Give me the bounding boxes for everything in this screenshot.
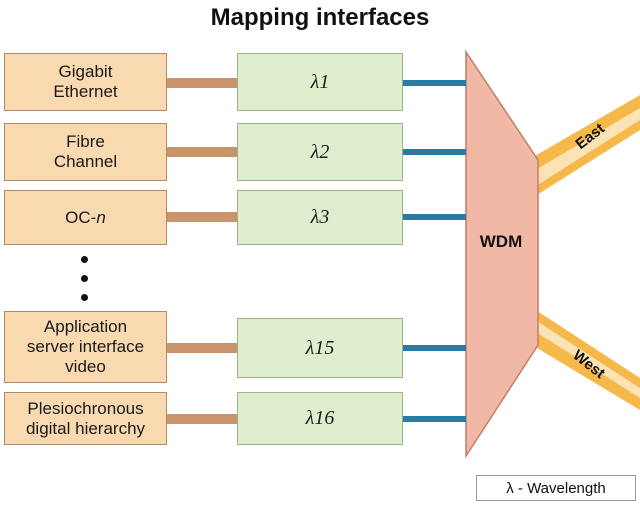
diagram-title: Mapping interfaces (210, 4, 430, 31)
wavelength-link (403, 80, 466, 86)
interface-label-line: Ethernet (53, 82, 118, 101)
wavelength-link (403, 345, 466, 351)
wavelength-label: λ16 (305, 407, 335, 429)
west-output-arm-highlight (532, 318, 640, 398)
wavelength-label: λ1 (310, 70, 330, 93)
wdm-label: WDM (480, 232, 522, 251)
wavelength-label: λ3 (310, 206, 330, 228)
interface-label-line: Channel (53, 152, 118, 171)
wavelength-box: λ15 (237, 318, 403, 378)
wavelength-box: λ1 (237, 53, 403, 111)
interface-label-line: Gigabit (58, 62, 113, 81)
interface-label-line: Fibre (66, 132, 105, 151)
interface-link (167, 343, 237, 353)
interface-label-line: Plesiochronous (27, 398, 144, 418)
legend-box: λ - Wavelength (476, 475, 636, 501)
interface-link (167, 414, 237, 424)
interface-box-oc-n: OC-n (4, 190, 167, 245)
interface-label-line: OC-n (65, 207, 106, 227)
wavelength-label: λ15 (305, 336, 335, 359)
interface-label-line: video (65, 357, 106, 376)
interface-link (167, 147, 237, 157)
interface-link (167, 78, 237, 88)
east-output-arm-highlight (532, 108, 640, 186)
interface-label-line: digital hierarchy (25, 418, 146, 438)
oc-n-variable: n (96, 207, 106, 227)
wavelength-box: λ2 (237, 123, 403, 181)
continuation-dot (81, 256, 88, 263)
wavelength-label: λ2 (310, 140, 330, 163)
continuation-dot (81, 275, 88, 282)
legend-text: λ - Wavelength (506, 479, 606, 497)
interface-link (167, 212, 237, 222)
wavelength-box: λ16 (237, 392, 403, 445)
wavelength-link (403, 416, 466, 422)
wavelength-link (403, 214, 466, 220)
wdm-multiplexer (465, 49, 539, 459)
continuation-dot (81, 294, 88, 301)
interface-label-line: server interface (26, 337, 145, 356)
wavelength-box: λ3 (237, 190, 403, 245)
interface-label-line: Application (43, 317, 128, 336)
wavelength-link (403, 149, 466, 155)
